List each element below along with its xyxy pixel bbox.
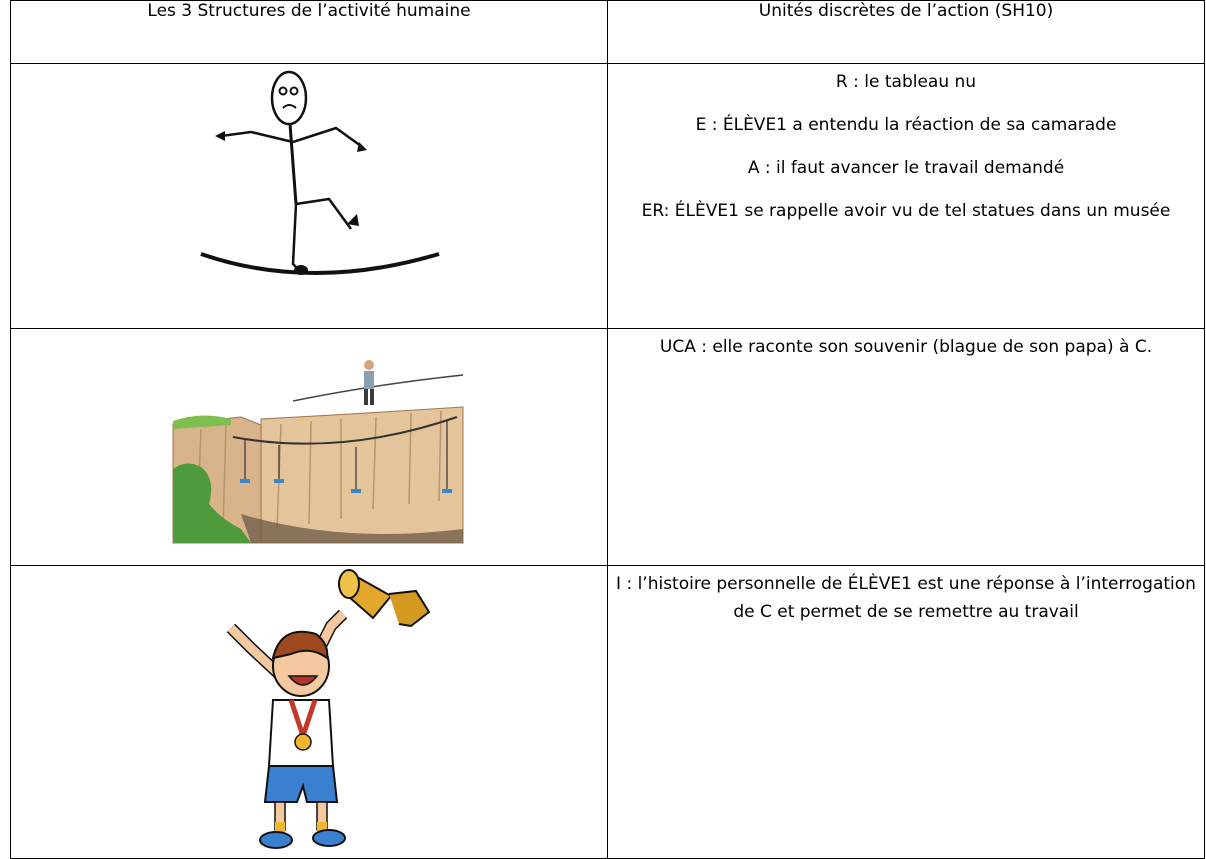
- table-row: I : l’histoire personnelle de ÉLÈVE1 est…: [10, 565, 1205, 859]
- header-units: Unités discrètes de l’action (SH10): [607, 0, 1205, 64]
- text-cell: I : l’histoire personnelle de ÉLÈVE1 est…: [607, 565, 1205, 859]
- table-row: UCA : elle raconte son souvenir (blague …: [10, 328, 1205, 566]
- canyon-tightrope-illustration: [172, 339, 464, 544]
- document-table: Les 3 Structures de l’activité humaine U…: [10, 0, 1205, 859]
- line-a: A : il faut avancer le travail demandé: [747, 158, 1065, 178]
- line-e: E : ÉLÈVE1 a entendu la réaction de sa c…: [695, 115, 1117, 135]
- header-structures: Les 3 Structures de l’activité humaine: [10, 0, 608, 64]
- stick-figure-tightrope-illustration: [200, 70, 440, 275]
- line-uca: UCA : elle raconte son souvenir (blague …: [659, 337, 1153, 357]
- image-cell: [10, 63, 608, 329]
- line-er: ER: ÉLÈVE1 se rappelle avoir vu de tel s…: [641, 201, 1171, 221]
- boy-trophy-illustration: [216, 566, 431, 858]
- header-row: Les 3 Structures de l’activité humaine U…: [10, 0, 1205, 64]
- text-cell: UCA : elle raconte son souvenir (blague …: [607, 328, 1205, 566]
- image-cell: [10, 565, 608, 859]
- table-row: R : le tableau nu E : ÉLÈVE1 a entendu l…: [10, 63, 1205, 329]
- line-r: R : le tableau nu: [835, 72, 977, 92]
- image-cell: [10, 328, 608, 566]
- text-cell: R : le tableau nu E : ÉLÈVE1 a entendu l…: [607, 63, 1205, 329]
- line-i: I : l’histoire personnelle de ÉLÈVE1 est…: [616, 574, 1196, 622]
